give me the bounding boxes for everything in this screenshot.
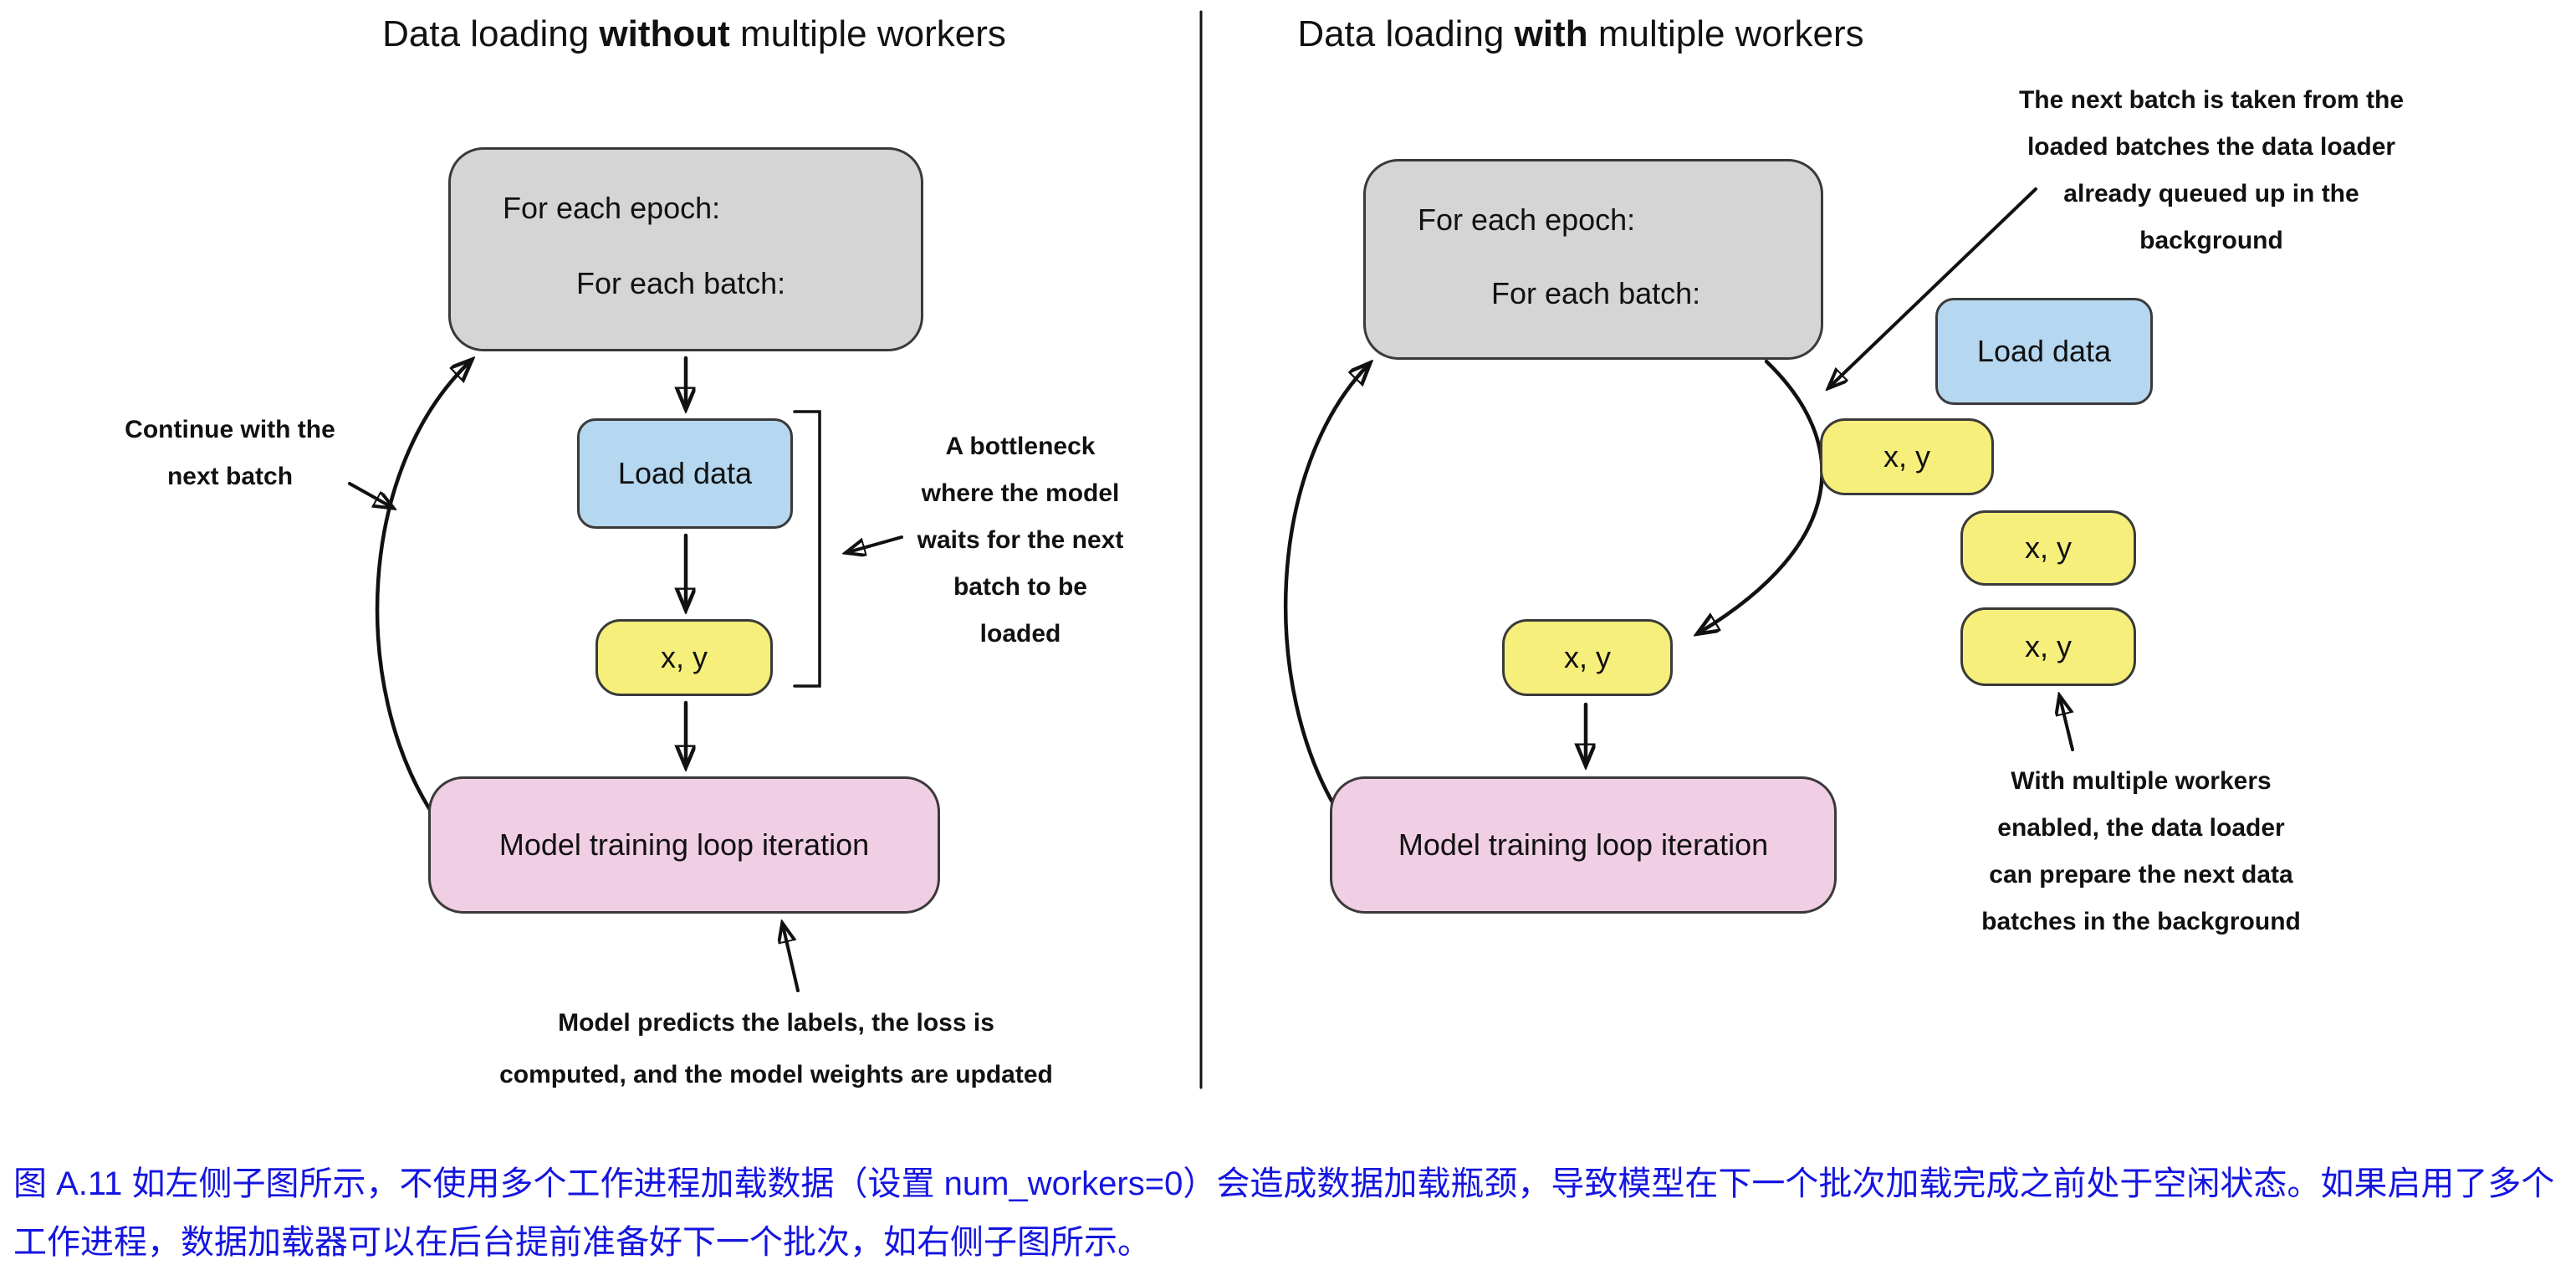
right-queued-note: The next batch is taken from the loaded … bbox=[2018, 86, 2405, 254]
right-batch-queue-box-2: x, y bbox=[1960, 510, 2136, 586]
left-load-data-box: Load data bbox=[577, 418, 793, 529]
right-arrow-queued-note-pointer bbox=[1830, 187, 2037, 387]
left-title-pre: Data loading bbox=[382, 13, 600, 54]
left-train-note: Model predicts the labels, the loss is c… bbox=[499, 1009, 1053, 1088]
right-title-post: multiple workers bbox=[1587, 13, 1864, 54]
left-for-each-epoch-label: For each epoch: bbox=[503, 191, 721, 225]
left-title-post: multiple workers bbox=[729, 13, 1006, 54]
right-arrow-loop-to-next-batch bbox=[1699, 359, 1824, 632]
right-arrow-continue-loop bbox=[1283, 365, 1368, 817]
right-batch-queue-box-1: x, y bbox=[1820, 418, 1994, 495]
left-arrow-continue-loop bbox=[375, 361, 470, 817]
right-next-batch-xy-box: x, y bbox=[1502, 619, 1673, 696]
left-arrow-continue-note-pointer bbox=[348, 482, 391, 507]
right-title-pre: Data loading bbox=[1297, 13, 1515, 54]
left-panel-title: Data loading without multiple workers bbox=[251, 13, 1137, 55]
right-epoch-loop-box: For each epoch: For each batch: bbox=[1363, 159, 1823, 360]
right-batch-queue-box-3: x, y bbox=[1960, 607, 2136, 686]
left-bottleneck-bracket bbox=[793, 410, 821, 688]
left-arrow-train-note-pointer bbox=[783, 925, 800, 992]
left-batch-xy-box: x, y bbox=[595, 619, 773, 696]
right-arrow-workers-note-pointer bbox=[2060, 698, 2073, 751]
left-title-bold: without bbox=[599, 13, 730, 54]
left-for-each-batch-label: For each batch: bbox=[576, 266, 786, 300]
right-for-each-epoch-label: For each epoch: bbox=[1418, 202, 1636, 237]
left-training-loop-box: Model training loop iteration bbox=[428, 776, 940, 914]
left-arrow-bottleneck-note-pointer bbox=[848, 535, 903, 552]
right-training-loop-box: Model training loop iteration bbox=[1330, 776, 1837, 914]
left-epoch-loop-box: For each epoch: For each batch: bbox=[448, 147, 923, 351]
left-continue-note: Continue with the next batch bbox=[125, 416, 335, 490]
left-bottleneck-note: A bottleneck where the model waits for t… bbox=[917, 433, 1124, 648]
right-for-each-batch-label: For each batch: bbox=[1491, 276, 1701, 310]
right-title-bold: with bbox=[1514, 13, 1588, 54]
right-load-data-box: Load data bbox=[1935, 298, 2153, 405]
right-panel-title: Data loading with multiple workers bbox=[1196, 13, 1965, 55]
figure-caption: 图 A.11 如左侧子图所示，不使用多个工作进程加载数据（设置 num_work… bbox=[13, 1165, 2555, 1261]
right-workers-note: With multiple workers enabled, the data … bbox=[1981, 767, 2301, 935]
